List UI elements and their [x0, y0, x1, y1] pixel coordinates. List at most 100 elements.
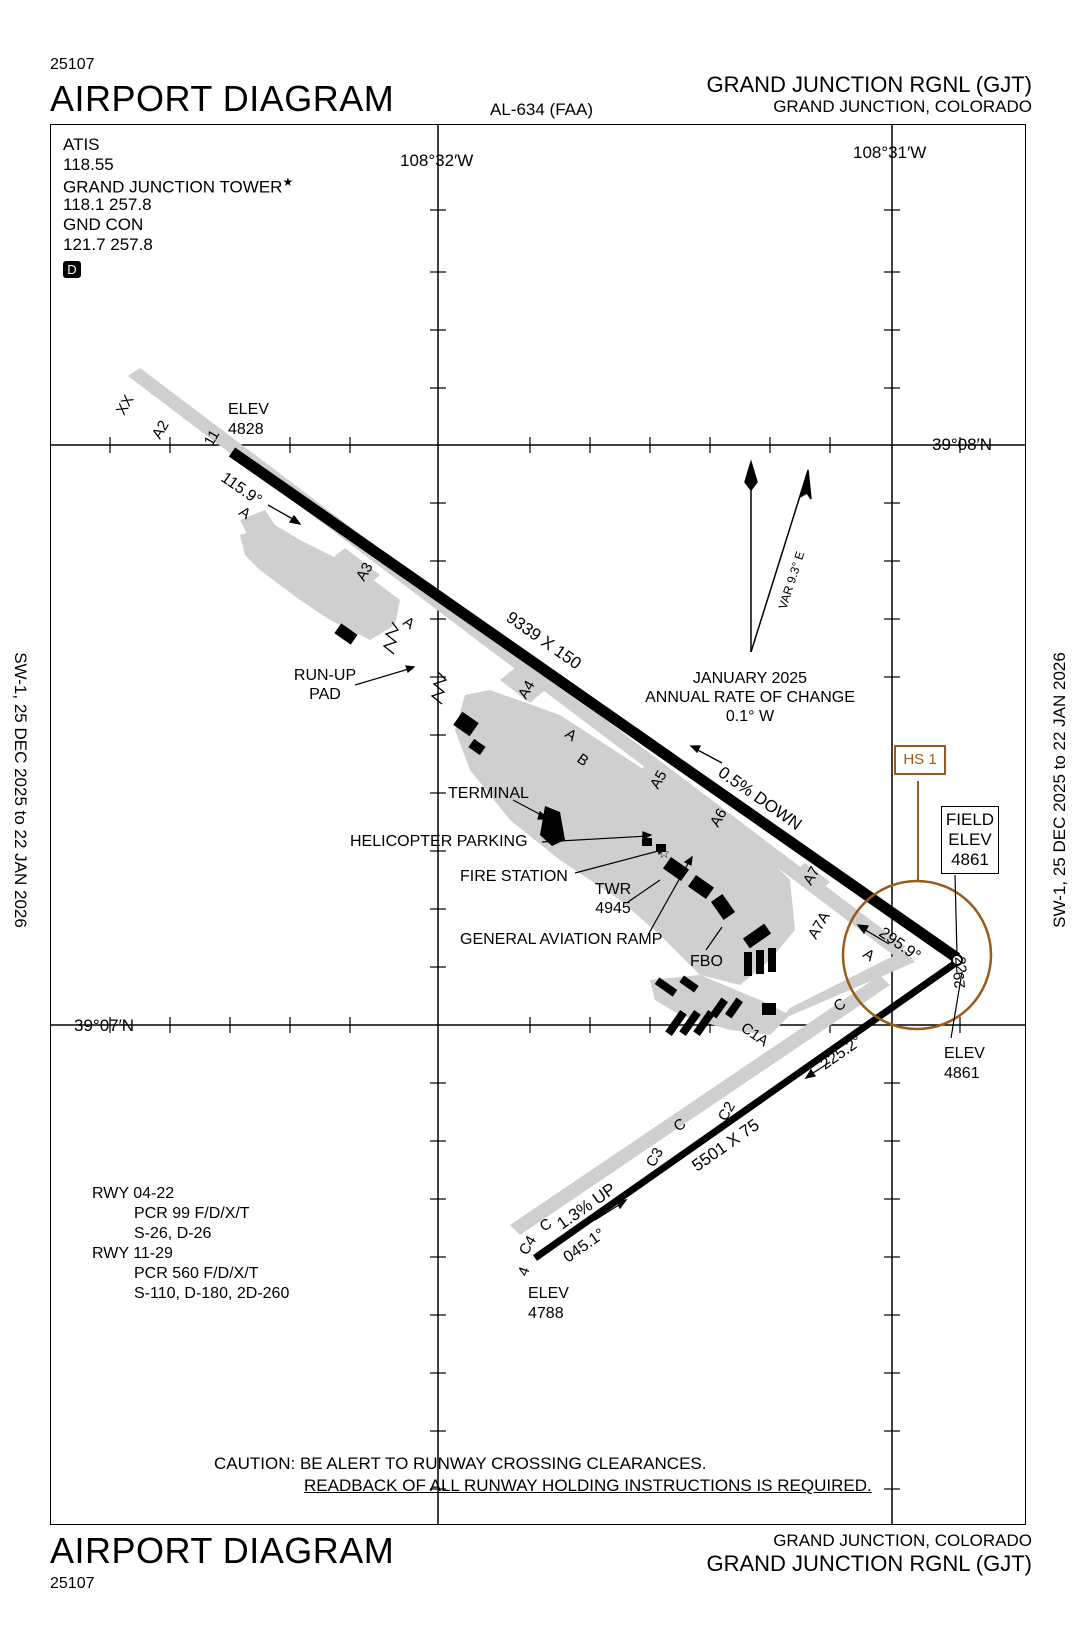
elev-04-label: ELEV	[528, 1285, 569, 1302]
fire-station-label: FIRE STATION	[460, 868, 568, 885]
chart-title-bottom: AIRPORT DIAGRAM	[50, 1530, 395, 1571]
building-south-5	[693, 1010, 715, 1036]
latitude-top: 39°08′N	[932, 435, 992, 454]
airport-name-top: GRAND JUNCTION RGNL (GJT)	[706, 72, 1032, 97]
pcr-rwy-04-22-value: PCR 99 F/D/X/T	[134, 1205, 250, 1222]
building-fbo-1	[744, 952, 752, 976]
taxiway-label: A5	[647, 768, 671, 792]
procedure-id: AL-634 (FAA)	[490, 100, 593, 119]
helicopter-parking-label: HELICOPTER PARKING	[350, 833, 528, 850]
taxiway-label: A2	[149, 418, 173, 442]
longitude-right: 108°31′W	[853, 143, 926, 162]
pcr-rwy-04-22-gear: S-26, D-26	[134, 1225, 212, 1242]
taxiway-label: A7	[800, 864, 824, 888]
connector-a6	[700, 803, 738, 833]
terminal-label: TERMINAL	[448, 785, 529, 802]
runways	[228, 447, 961, 1261]
airport-name-bottom: GRAND JUNCTION RGNL (GJT)	[706, 1551, 1032, 1576]
caution-line-2: READBACK OF ALL RUNWAY HOLDING INSTRUCTI…	[304, 1476, 872, 1495]
taxiway-c-parallel	[510, 975, 890, 1235]
field-elev-label-2: ELEV	[948, 830, 992, 849]
hot-spot-label: HS 1	[903, 751, 937, 768]
building-south-2	[679, 975, 699, 993]
west-ramp-tab	[240, 510, 275, 540]
buildings	[334, 623, 776, 1036]
field-elevation-box: FIELD ELEV 4861	[941, 806, 999, 874]
magnetic-north-arrow-icon	[798, 469, 812, 500]
building-west-1	[334, 623, 358, 645]
chart-title-top: AIRPORT DIAGRAM	[50, 78, 395, 119]
taxiway-label: A6	[707, 806, 731, 830]
longitude-left: 108°32′W	[400, 151, 473, 170]
terminal-building	[540, 806, 565, 846]
runup-pad-markings	[382, 621, 448, 705]
hot-spot-badge[interactable]: HS 1	[894, 745, 946, 775]
runup-pad-label-2: PAD	[309, 686, 341, 703]
taxiway-label: A4	[515, 678, 539, 702]
building-ga-2	[710, 893, 736, 921]
heading-arrows	[267, 504, 890, 1221]
elev-11-label: ELEV	[228, 401, 269, 418]
leader-lines	[354, 665, 963, 1039]
building-ga-3	[742, 923, 772, 949]
diagram-frame	[50, 124, 1026, 1525]
annual-change-title: ANNUAL RATE OF CHANGE	[645, 689, 855, 706]
chart-code-top: 25107	[50, 56, 95, 73]
north-arrows	[744, 459, 812, 653]
runway-04-22	[532, 959, 960, 1261]
ground-frequency: 121.7 257.8	[63, 235, 153, 254]
building-south-3	[665, 1010, 687, 1036]
runway-11-29	[228, 447, 961, 963]
tower-label: TWR	[595, 881, 631, 898]
airspace-d-icon: D	[63, 261, 81, 278]
connector-a3	[330, 548, 380, 588]
pcr-rwy-11-29: RWY 11-29	[92, 1245, 173, 1262]
taxiway-label: A3	[353, 560, 377, 584]
pcr-rwy-04-22: RWY 04-22	[92, 1185, 175, 1202]
grid-tick-marks	[109, 209, 961, 1490]
building-fbo-3	[768, 948, 776, 972]
chart-code-bottom: 25107	[50, 1575, 95, 1592]
building-south-8	[762, 1003, 776, 1015]
ga-ramp-label: GENERAL AVIATION RAMP	[460, 931, 662, 948]
building-south-1	[654, 977, 678, 997]
runway-end-04: 4	[515, 1265, 534, 1279]
building-ga-1	[687, 874, 715, 900]
taxiway-c-north	[780, 950, 915, 1020]
connector-a7	[790, 863, 830, 895]
runway-end-22: 22	[951, 956, 969, 974]
airport-location-top: GRAND JUNCTION, COLORADO	[773, 97, 1032, 116]
connector-a4	[500, 668, 545, 703]
airspace-d-badge: D	[63, 261, 81, 279]
taxiway-label: A	[860, 945, 878, 965]
latitude-bottom: 39°07′N	[74, 1016, 134, 1035]
annual-change-month: JANUARY 2025	[693, 670, 807, 687]
airport-location-bottom: GRAND JUNCTION, COLORADO	[773, 1531, 1032, 1550]
taxiway-label: A	[400, 613, 418, 633]
taxiway-label: XX	[113, 392, 138, 418]
magnetic-north-line	[750, 479, 806, 653]
pcr-rwy-11-29-value: PCR 560 F/D/X/T	[134, 1265, 259, 1282]
elev-22-value: 4861	[944, 1065, 980, 1082]
runup-pad-label: RUN-UP	[294, 667, 356, 684]
building-terminal-2	[468, 738, 486, 756]
elev-22-label: ELEV	[944, 1045, 985, 1062]
building-terminal-1	[453, 711, 479, 737]
west-apron	[240, 525, 400, 640]
tower-elevation: 4945	[595, 900, 631, 917]
tower-star-icon: ☆	[658, 845, 671, 861]
tower-label: GRAND JUNCTION TOWER★	[63, 175, 293, 198]
pcr-rwy-11-29-gear: S-110, D-180, 2D-260	[134, 1285, 290, 1302]
atis-frequency: 118.55	[63, 155, 114, 174]
tower-name: GRAND JUNCTION TOWER	[63, 177, 283, 197]
tower-frequency: 118.1 257.8	[63, 195, 152, 214]
runway-end-11: 11	[201, 427, 224, 449]
building-heli-1	[642, 838, 652, 846]
annual-change-value: 0.1° W	[726, 708, 775, 725]
building-south-6	[709, 997, 729, 1019]
atis-label: ATIS	[63, 135, 100, 154]
building-south-7	[724, 997, 744, 1019]
connector-a5	[640, 758, 680, 789]
field-elev-label-1: FIELD	[945, 810, 995, 829]
